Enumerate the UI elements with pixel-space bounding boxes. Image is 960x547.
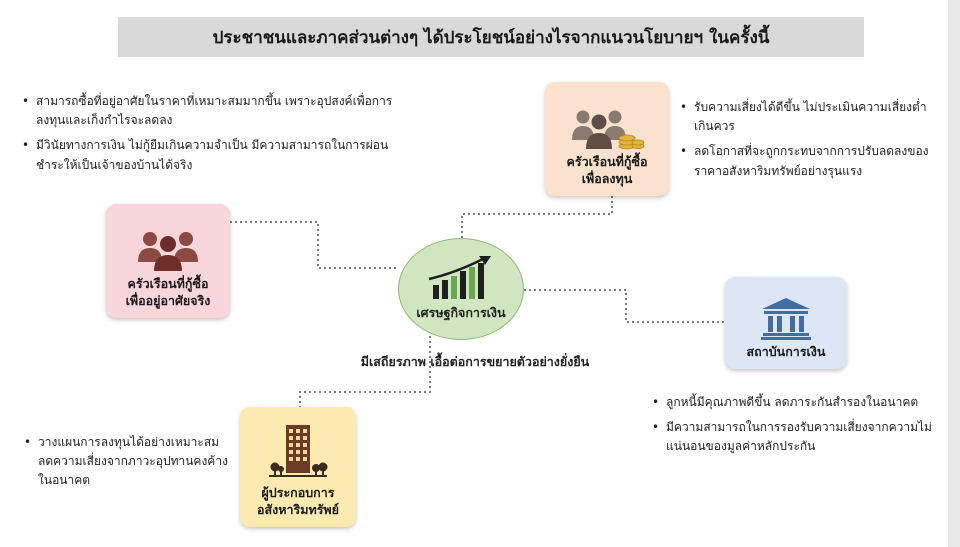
connector-dev xyxy=(299,336,431,407)
home-buyers-benefits-list: สามารถซื้อที่อยู่อาศัยในราคาที่เหมาะสมมา… xyxy=(22,92,402,181)
people-group-icon xyxy=(138,232,198,272)
center-caption: มีเสถียรภาพ เอื้อต่อการขยายตัวอย่างยั่งย… xyxy=(360,354,590,369)
financial-institutions-label: สถาบันการเงิน xyxy=(746,344,826,360)
investors-node: ครัวเรือนที่กู้ซื้อ เพื่อลงทุน xyxy=(545,82,669,196)
bank-building-icon xyxy=(761,298,811,341)
financial-institutions-node: สถาบันการเงิน xyxy=(725,277,847,369)
list-item: วางแผนการลงทุนได้อย่างเหมาะสม ลดความเสี่… xyxy=(24,433,234,491)
financial-institutions-benefits-list: ลูกหนี้มีคุณภาพดีขึ้น ลดภาระกันสำรองในอน… xyxy=(652,393,944,463)
list-item: สามารถซื้อที่อยู่อาศัยในราคาที่เหมาะสมมา… xyxy=(22,92,402,130)
financial-economy-center-node: เศรษฐกิจการเงิน xyxy=(398,238,524,340)
office-building-icon xyxy=(269,425,328,478)
window-edge xyxy=(948,0,960,547)
connector-invest xyxy=(461,196,613,238)
growth-bar-chart-icon xyxy=(428,256,491,299)
investors-label: ครัวเรือนที่กู้ซื้อ เพื่อลงทุน xyxy=(566,154,648,187)
home-buyers-label: ครัวเรือนที่กู้ซื้อ เพื่ออยู่อาศัยจริง xyxy=(125,276,211,309)
investors-benefits-list: รับความเสี่ยงได้ดีขึ้น ไม่ประเมินความเสี… xyxy=(680,98,942,187)
home-buyers-node: ครัวเรือนที่กู้ซื้อ เพื่ออยู่อาศัยจริง xyxy=(106,204,230,318)
developers-benefits-list: วางแผนการลงทุนได้อย่างเหมาะสม ลดความเสี่… xyxy=(24,433,234,497)
connector-fin xyxy=(524,289,725,323)
list-item: มีความสามารถในการรองรับความเสี่ยงจากความ… xyxy=(652,418,944,456)
people-with-coins-icon xyxy=(572,110,645,150)
list-item: มีวินัยทางการเงิน ไม่กู้ยืมเกินความจำเป็… xyxy=(22,136,402,174)
center-label: เศรษฐกิจการเงิน xyxy=(416,305,506,320)
developers-node: ผู้ประกอบการ อสังหาริมทรัพย์ xyxy=(240,407,356,527)
list-item: ลูกหนี้มีคุณภาพดีขึ้น ลดภาระกันสำรองในอน… xyxy=(652,393,944,412)
list-item: รับความเสี่ยงได้ดีขึ้น ไม่ประเมินความเสี… xyxy=(680,98,942,136)
developers-label: ผู้ประกอบการ อสังหาริมทรัพย์ xyxy=(257,485,339,518)
page-title: ประชาชนและภาคส่วนต่างๆ ได้ประโยชน์อย่างไ… xyxy=(118,17,864,57)
list-item: ลดโอกาสที่จะถูกกระทบจากการปรับลดลงของราค… xyxy=(680,142,942,180)
connector-home xyxy=(230,221,398,269)
